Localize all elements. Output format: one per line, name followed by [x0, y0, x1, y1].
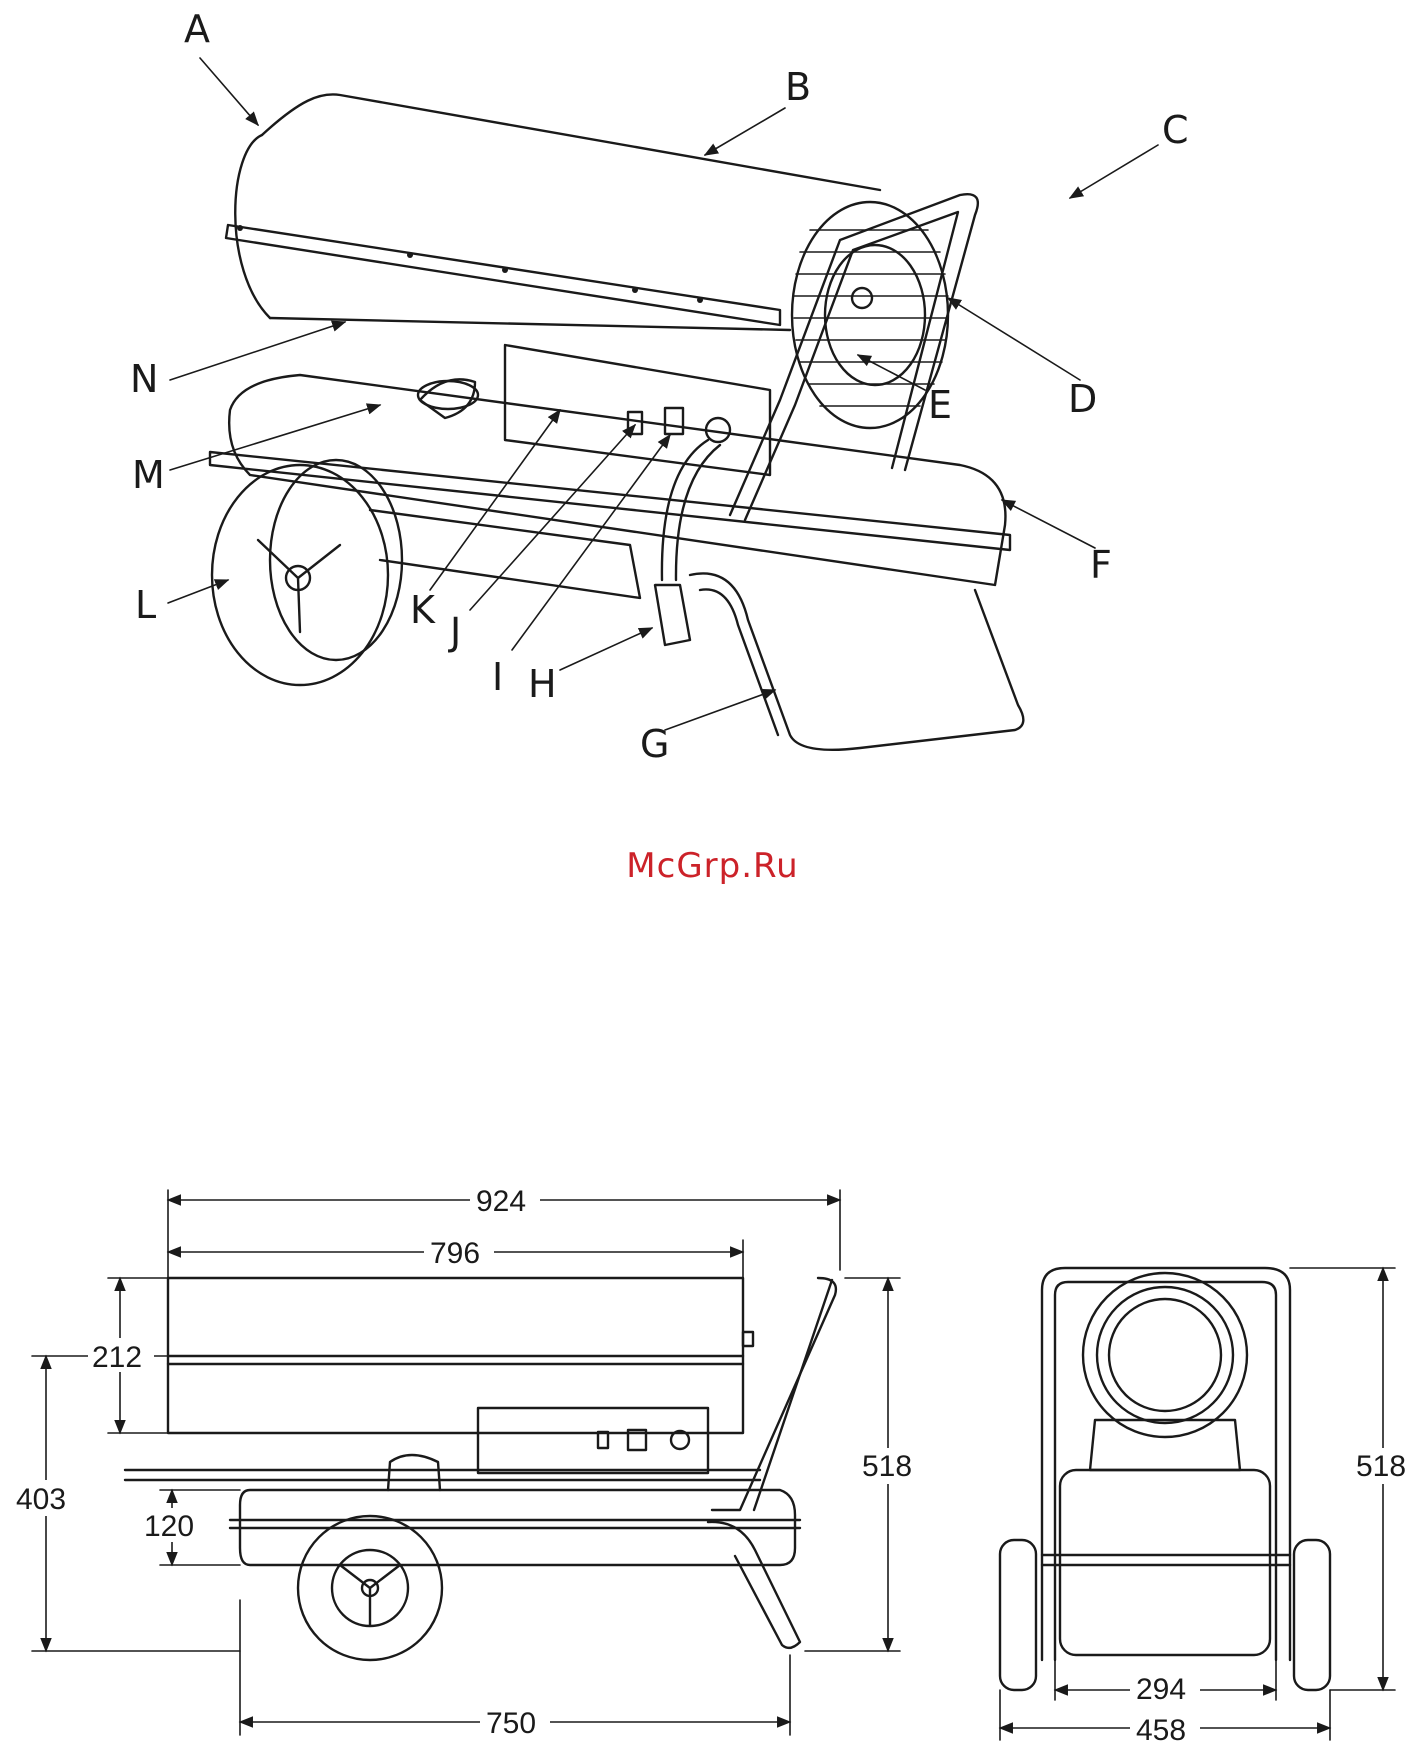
callout-e: E [928, 383, 952, 427]
front-dimension-values: 518 294 458 [1130, 1448, 1418, 1744]
callout-a: A [184, 7, 210, 51]
callout-k: K [410, 588, 436, 632]
callout-d: D [1068, 377, 1097, 421]
side-control-box [478, 1408, 708, 1473]
dim-tank-height: 120 [144, 1510, 194, 1543]
dim-overall-length: 924 [476, 1185, 526, 1218]
callout-j: J [448, 610, 461, 654]
dim-wheelbase: 750 [486, 1707, 536, 1740]
control-panel [505, 345, 770, 645]
dim-front-total-height: 518 [1356, 1450, 1406, 1483]
wheel [212, 460, 640, 685]
callout-g: G [640, 722, 669, 766]
callout-b: B [785, 65, 811, 109]
side-view: 924 796 212 403 120 750 518 [12, 1183, 924, 1740]
callout-f: F [1090, 543, 1112, 587]
callout-labels: A B C D E F G H I J K L M N [130, 7, 1189, 766]
front-wheel-right [1294, 1540, 1330, 1690]
dim-body-length: 796 [430, 1237, 480, 1270]
front-tank [1060, 1470, 1270, 1655]
callout-m: M [132, 453, 165, 497]
front-wheel-left [1000, 1540, 1036, 1690]
dim-overall-width: 458 [1136, 1714, 1186, 1744]
callout-i: I [492, 655, 503, 699]
callout-c: C [1162, 108, 1189, 152]
dim-side-total-height: 518 [862, 1450, 912, 1483]
dim-axis-height: 403 [16, 1483, 66, 1516]
front-fan-ring [1083, 1273, 1247, 1437]
callout-l: L [135, 583, 156, 627]
heater-cylinder [226, 94, 880, 330]
callout-h: H [528, 662, 557, 706]
watermark: McGrp.Ru [0, 846, 1425, 886]
side-dimension-values: 924 796 212 403 120 750 518 [12, 1183, 924, 1740]
dim-inner-width: 294 [1136, 1673, 1186, 1706]
callout-n: N [130, 357, 158, 401]
dim-cylinder-height: 212 [92, 1341, 142, 1374]
front-view: 518 294 458 [1000, 1268, 1418, 1744]
isometric-view: A B C D E F G H I J K L M N [130, 7, 1189, 766]
